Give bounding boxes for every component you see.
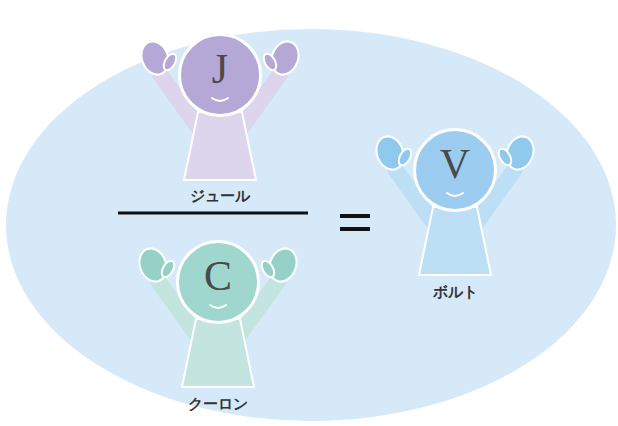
background-ellipse <box>6 29 616 421</box>
unit-circle: V <box>413 128 497 212</box>
equals-sign <box>340 227 370 231</box>
unit-letter: C <box>179 253 257 299</box>
unit-circle: J <box>178 33 262 117</box>
unit-name: ボルト <box>433 283 478 301</box>
fraction-bar <box>118 212 308 215</box>
unit-letter: J <box>181 46 259 92</box>
unit-circle: C <box>176 240 260 324</box>
unit-name: クーロン <box>188 395 248 413</box>
equals-sign <box>340 214 370 218</box>
unit-name: ジュール <box>190 187 250 205</box>
unit-letter: V <box>416 141 494 187</box>
